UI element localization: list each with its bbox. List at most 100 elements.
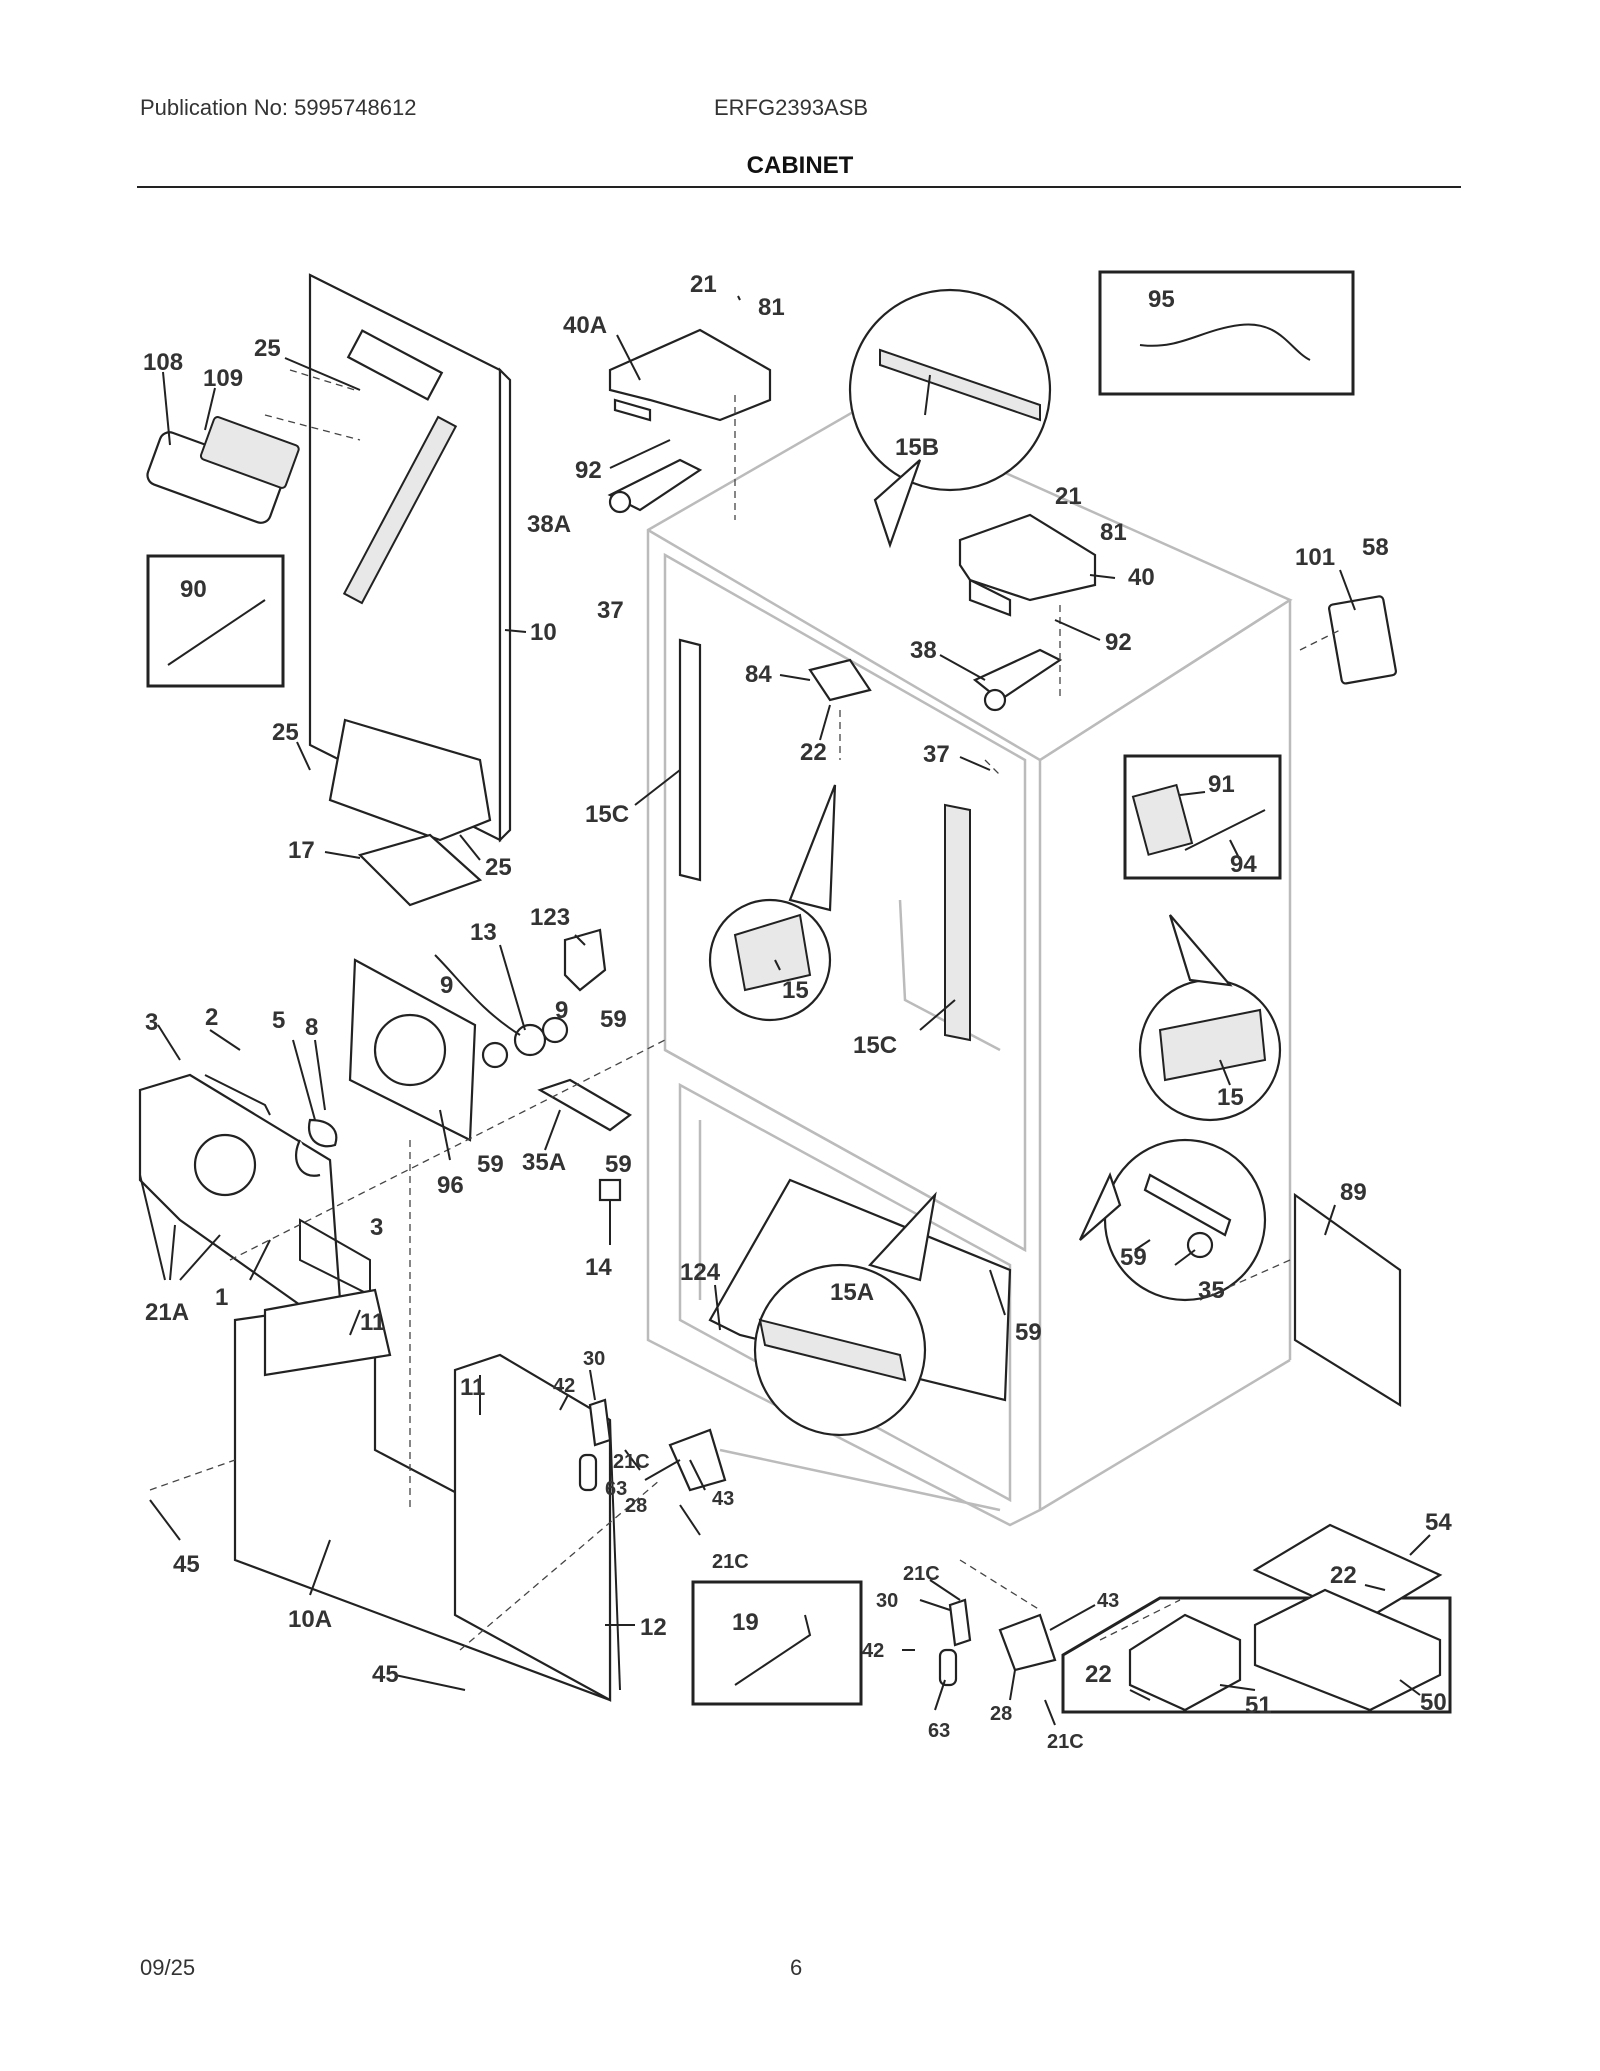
page-title: CABINET: [746, 152, 854, 179]
callout-59: 59: [477, 1151, 504, 1178]
callout-14: 14: [585, 1254, 612, 1281]
callout-92: 92: [575, 457, 602, 484]
inset-box-95: [1098, 270, 1355, 396]
callout-9: 9: [555, 997, 568, 1024]
callout-101: 101: [1295, 544, 1335, 571]
callout-40: 40: [1128, 564, 1155, 591]
part-84: [808, 658, 872, 702]
callout-50: 50: [1420, 1689, 1447, 1716]
callout-59: 59: [1120, 1244, 1147, 1271]
callout-21C: 21C: [1047, 1731, 1084, 1753]
callout-21C: 21C: [712, 1551, 749, 1573]
duct-cover-10: [308, 273, 512, 843]
part-15A: [758, 1318, 907, 1382]
callout-3: 3: [370, 1214, 383, 1241]
callout-13: 13: [470, 919, 497, 946]
hinge-cover-40A: [608, 328, 772, 422]
trim-108-109: [146, 416, 300, 524]
pointer-15B: [873, 459, 922, 549]
callout-11: 11: [360, 1309, 385, 1336]
part-15-center: [733, 913, 812, 992]
pointer-15-center: [788, 784, 837, 912]
door-hinge-left: [578, 1398, 727, 1492]
hex-key-19: [734, 1614, 812, 1686]
evaporator-housing: [138, 1073, 371, 1307]
callout-10: 10: [530, 619, 557, 646]
callout-21: 21: [690, 271, 717, 298]
callout-42: 42: [553, 1375, 575, 1397]
callout-38: 38: [910, 637, 937, 664]
door-hinge-right: [938, 1598, 1057, 1687]
pointer-15A: [867, 1191, 937, 1282]
callout-21: 21: [1055, 483, 1082, 510]
callout-15C: 15C: [585, 801, 629, 828]
model-number: ERFG2393ASB: [714, 95, 869, 120]
callout-30: 30: [583, 1348, 605, 1370]
callout-63: 63: [928, 1720, 950, 1742]
callout-43: 43: [712, 1488, 734, 1510]
callout-91: 91: [1208, 771, 1235, 798]
callout-38A: 38A: [527, 511, 571, 538]
part-14: [598, 1178, 622, 1202]
part-17: [357, 833, 483, 907]
callout-35: 35: [1198, 1277, 1225, 1304]
callout-15: 15: [1217, 1084, 1244, 1111]
callout-3: 3: [145, 1009, 158, 1036]
bracket-35: [1143, 1173, 1232, 1237]
hinge-cover-40: [958, 513, 1097, 617]
callout-1: 1: [215, 1284, 228, 1311]
callout-89: 89: [1340, 1179, 1367, 1206]
callout-84: 84: [745, 661, 772, 688]
callout-22: 22: [800, 739, 827, 766]
callout-40A: 40A: [563, 312, 607, 339]
callout-124: 124: [680, 1259, 721, 1286]
control-board-50: [1253, 1588, 1442, 1712]
part-15B: [879, 348, 1041, 422]
fan-grille: [373, 1013, 447, 1087]
callout-58: 58: [1362, 534, 1389, 561]
callout-94: 94: [1230, 851, 1257, 878]
callout-51: 51: [1245, 1692, 1272, 1719]
callout-19: 19: [732, 1609, 759, 1636]
inset-box-90: [146, 554, 285, 688]
part-15-right: [1158, 1008, 1267, 1082]
callout-43: 43: [1097, 1590, 1119, 1612]
pointer-35: [1079, 1172, 1122, 1241]
callout-25: 25: [272, 719, 299, 746]
strip-15C-right: [944, 803, 971, 1042]
callout-30: 30: [876, 1590, 898, 1612]
callout-22: 22: [1085, 1661, 1112, 1688]
callout-81: 81: [758, 294, 785, 321]
publication-number: Publication No: 5995748612: [140, 95, 417, 120]
footer-page-number: 6: [790, 1955, 803, 1980]
inset-box-19: [691, 1580, 863, 1706]
callout-35A: 35A: [522, 1149, 566, 1176]
pointer-15-right: [1168, 914, 1233, 987]
callout-8: 8: [305, 1014, 318, 1041]
callout-21A: 21A: [145, 1299, 189, 1326]
callout-25: 25: [254, 335, 281, 362]
callout-labels: 108 109 25 90 10 25 17 25 21 81 40A 92 3…: [143, 271, 1452, 1753]
callout-96: 96: [437, 1172, 464, 1199]
callout-92: 92: [1105, 629, 1132, 656]
callout-21C: 21C: [903, 1563, 940, 1585]
callout-2: 2: [205, 1004, 218, 1031]
leader-lines: [139, 295, 1431, 1726]
strip-15C-left: [678, 638, 702, 882]
callout-21C: 21C: [613, 1451, 650, 1473]
callout-59: 59: [1015, 1319, 1042, 1346]
part-101: [1327, 595, 1397, 685]
control-box-51: [1128, 1613, 1242, 1712]
inset-circle-35: [1103, 1138, 1267, 1302]
hinge-38A: [607, 458, 703, 514]
callout-15A: 15A: [830, 1279, 874, 1306]
callout-45: 45: [173, 1551, 200, 1578]
callout-123: 123: [530, 904, 570, 931]
callout-15: 15: [782, 977, 809, 1004]
rear-panel-89: [1293, 1192, 1402, 1407]
callout-108: 108: [143, 349, 183, 376]
callout-42: 42: [862, 1640, 884, 1662]
callout-15C: 15C: [853, 1032, 897, 1059]
sensor-90: [167, 599, 266, 666]
